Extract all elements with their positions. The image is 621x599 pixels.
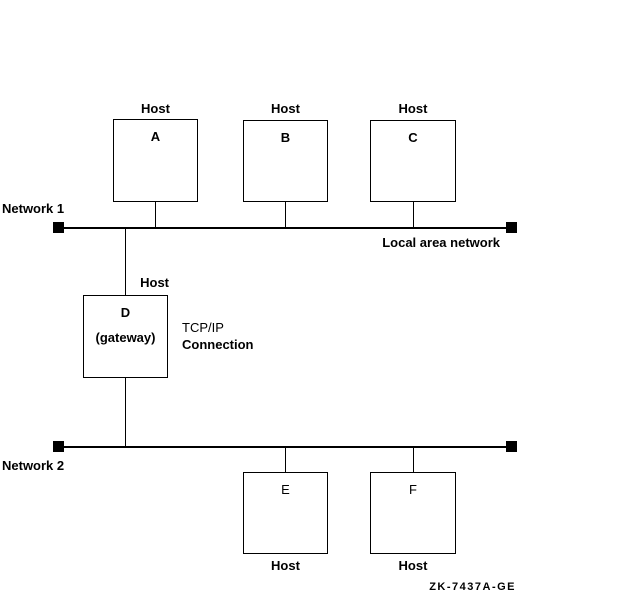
tcpip-protocol-label: TCP/IP (182, 320, 224, 335)
lan-annotation-label: Local area network (382, 235, 500, 250)
host-box-c: C (370, 120, 456, 202)
host-f-drop-line (413, 447, 414, 472)
host-box-b: B (243, 120, 328, 202)
network1-bus-line (58, 227, 512, 229)
network1-label: Network 1 (2, 201, 65, 216)
host-id-f: F (409, 482, 417, 497)
host-caption-c: Host (398, 101, 428, 116)
host-caption-a: Host (141, 101, 170, 116)
host-box-a: A (113, 119, 198, 202)
gateway-upper-drop-line (125, 228, 126, 295)
host-id-b: B (280, 130, 291, 145)
host-id-d: D (120, 305, 131, 320)
network2-left-terminator-icon (53, 441, 64, 452)
network1-left-terminator-icon (53, 222, 64, 233)
tcpip-connection-label: Connection (182, 337, 254, 352)
gateway-box-d: D (gateway) (83, 295, 168, 378)
host-e-drop-line (285, 447, 286, 472)
network2-label: Network 2 (2, 458, 65, 473)
network2-right-terminator-icon (506, 441, 517, 452)
host-box-e: E (243, 472, 328, 554)
host-caption-e: Host (271, 558, 300, 573)
host-caption-f: Host (398, 558, 428, 573)
host-b-drop-line (285, 202, 286, 228)
host-box-f: F (370, 472, 456, 554)
host-caption-b: Host (271, 101, 300, 116)
network1-right-terminator-icon (506, 222, 517, 233)
gateway-lower-drop-line (125, 377, 126, 447)
host-caption-d: Host (140, 275, 169, 290)
figure-caption: ZK-7437A-GE (429, 581, 516, 593)
host-id-a: A (150, 129, 161, 144)
gateway-sublabel: (gateway) (95, 330, 156, 345)
host-id-e: E (281, 482, 290, 497)
host-a-drop-line (155, 201, 156, 228)
host-c-drop-line (413, 202, 414, 228)
host-id-c: C (408, 130, 418, 145)
